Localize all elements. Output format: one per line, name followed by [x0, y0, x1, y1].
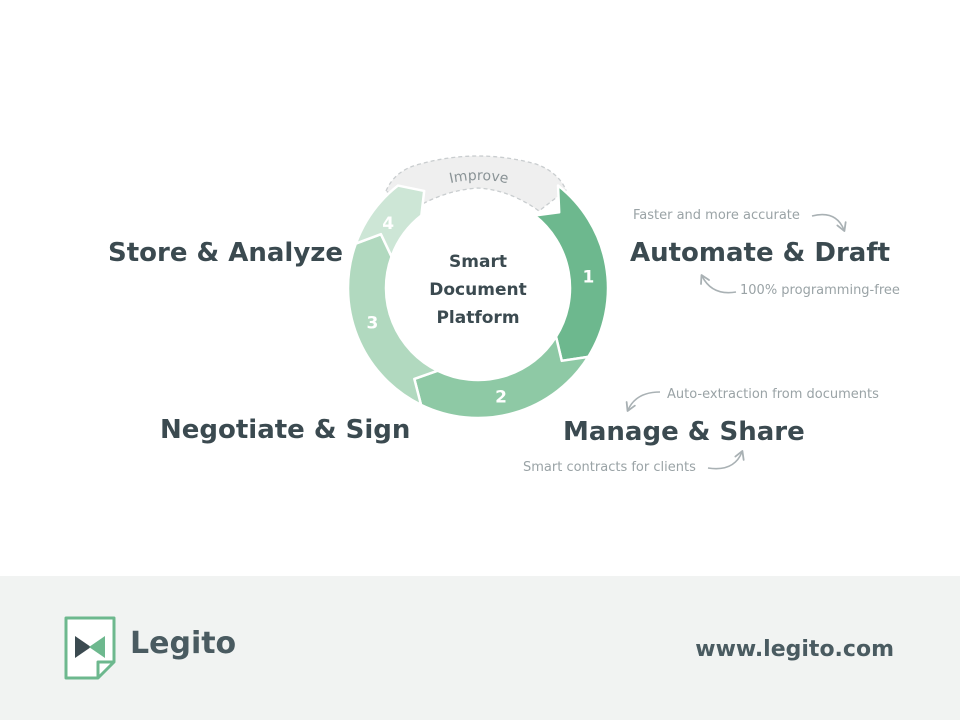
arrow-faster	[811, 213, 847, 232]
stage-title-manage: Manage & Share	[563, 417, 805, 447]
ring-segment-number: 4	[382, 214, 394, 234]
center-title-line: Document	[429, 280, 527, 300]
note-smart-contracts: Smart contracts for clients	[523, 460, 696, 475]
brand-name: Legito	[130, 626, 237, 661]
website-link[interactable]: www.legito.com	[695, 637, 894, 662]
center-title-line: Platform	[436, 308, 520, 328]
note-programming-free: 100% programming-free	[740, 283, 900, 298]
stage-title-automate: Automate & Draft	[630, 238, 891, 268]
improve-segment	[385, 155, 567, 212]
stage-title-store: Store & Analyze	[108, 238, 344, 268]
note-faster-accurate: Faster and more accurate	[633, 208, 800, 223]
ring-segment-4	[354, 184, 426, 258]
platform-cycle-diagram: Improve 1 2 3 4 Smart Document Platform Fas…	[108, 155, 900, 475]
footer-bar: Legito www.legito.com	[0, 576, 960, 720]
arrow-smart-contracts	[707, 450, 745, 470]
arrow-programming-free	[700, 274, 737, 294]
improve-label: Improve	[448, 168, 510, 187]
arrow-auto-extraction	[625, 391, 661, 412]
legito-logo-icon	[64, 616, 116, 680]
note-auto-extraction: Auto-extraction from documents	[667, 387, 879, 402]
ring-segment-number: 1	[582, 267, 594, 287]
center-title: Smart Document Platform	[408, 248, 548, 332]
cycle-ring: Improve 1 2 3 4	[346, 155, 847, 470]
ring-segment-number: 2	[495, 388, 507, 408]
stage-title-negotiate: Negotiate & Sign	[160, 415, 411, 445]
ring-segment-number: 3	[367, 313, 379, 333]
center-title-line: Smart	[449, 252, 507, 272]
